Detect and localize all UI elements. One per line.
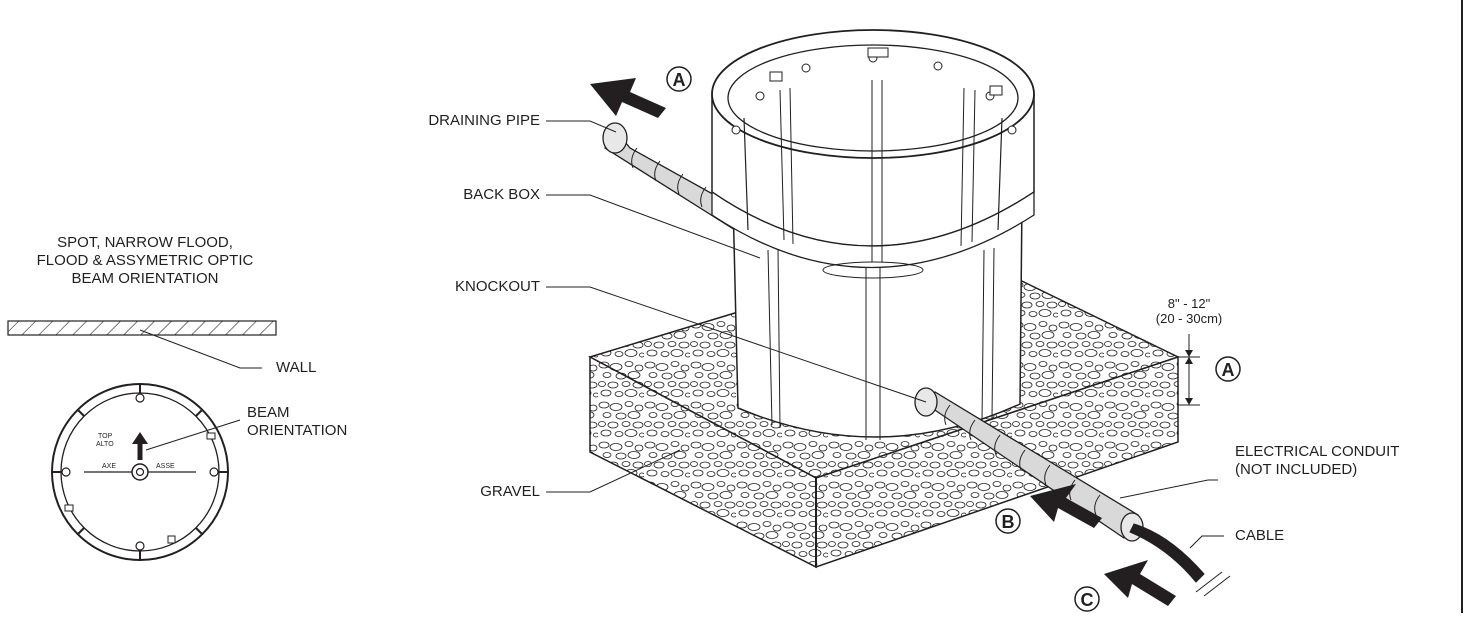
beam-orientation-label: BEAM ORIENTATION xyxy=(247,404,347,440)
gravel-label: GRAVEL xyxy=(480,483,540,500)
wall-label: WALL xyxy=(276,359,317,376)
depth-imperial: 8" - 12" xyxy=(1167,296,1211,311)
leader-conduit xyxy=(1119,479,1218,499)
wall-leader-line xyxy=(139,329,262,369)
optic-title-line-1: SPOT, NARROW FLOOD, xyxy=(57,234,233,251)
callout-circle-a-side xyxy=(1215,356,1241,382)
optic-title: SPOT, NARROW FLOOD, FLOOD & ASSYMETRIC O… xyxy=(0,234,290,288)
fixture-asse-text: ASSE xyxy=(156,463,175,470)
depth-label: 8" - 12" (20 - 30cm) xyxy=(1134,296,1244,326)
leader-cable xyxy=(1189,535,1224,549)
fixture-axe-text: AXE xyxy=(102,463,116,470)
back-box-label: BACK BOX xyxy=(463,186,540,203)
conduit-label-line-1: ELECTRICAL CONDUIT xyxy=(1235,443,1400,460)
conduit-label: ELECTRICAL CONDUIT (NOT INCLUDED) xyxy=(1235,443,1399,479)
conduit-label-line-2: (NOT INCLUDED) xyxy=(1235,461,1358,478)
depth-dimension xyxy=(1178,334,1200,406)
fixture-top-text: TOP xyxy=(98,433,113,440)
depth-metric: (20 - 30cm) xyxy=(1155,311,1223,326)
callout-b: B xyxy=(1002,512,1015,532)
leader-back-box xyxy=(546,194,761,259)
draining-pipe-label: DRAINING PIPE xyxy=(428,112,540,129)
beam-orientation-line-1: BEAM xyxy=(247,404,290,421)
cable-break-2 xyxy=(1203,575,1231,597)
cable-label: CABLE xyxy=(1235,527,1285,544)
callout-circle-a-top xyxy=(666,66,692,92)
fixture-top-view xyxy=(51,383,241,561)
knockout-label: KNOCKOUT xyxy=(454,278,540,295)
leader-knockout xyxy=(546,286,927,403)
arrow-a xyxy=(590,78,666,118)
back-box xyxy=(711,29,1035,440)
draining-pipe xyxy=(602,122,746,231)
callout-a-side: A xyxy=(1222,360,1235,380)
callout-circle-b xyxy=(995,508,1021,534)
cable xyxy=(1129,523,1205,583)
fixture-alto-text: ALTO xyxy=(96,441,114,448)
optic-title-line-2: FLOOD & ASSYMETRIC OPTIC xyxy=(36,252,254,269)
arrow-b xyxy=(1030,484,1102,528)
callout-c: C xyxy=(1081,590,1094,610)
arrow-c xyxy=(1104,560,1176,606)
callout-circle-c xyxy=(1074,586,1100,612)
leader-gravel xyxy=(546,449,681,493)
leader-draining-pipe xyxy=(546,120,617,133)
beam-orientation-line-2: ORIENTATION xyxy=(247,422,348,439)
optic-title-line-3: BEAM ORIENTATION xyxy=(71,270,219,287)
wall-hatch xyxy=(7,320,277,336)
cable-break-1 xyxy=(1195,571,1223,593)
callout-a-top: A xyxy=(673,70,686,90)
